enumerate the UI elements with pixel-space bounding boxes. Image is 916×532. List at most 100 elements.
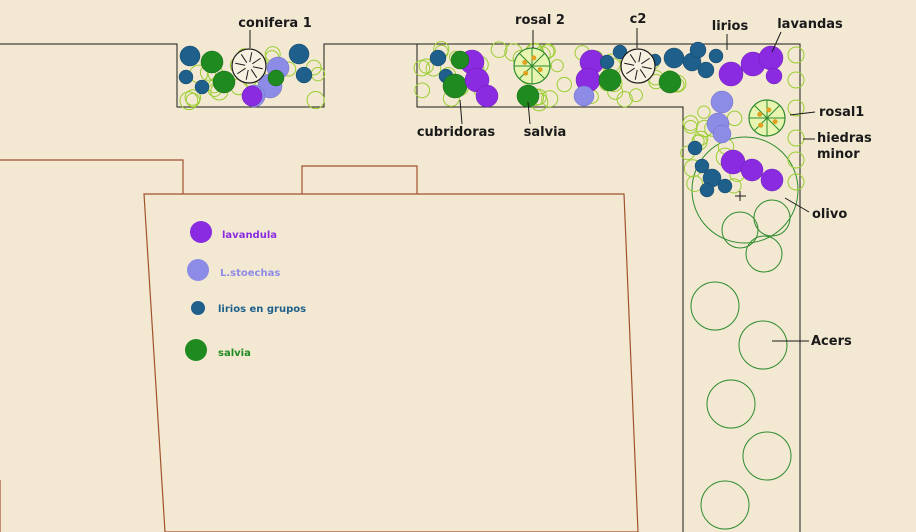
acer-tree: [738, 320, 788, 370]
rosal-2-symbol-bloom: [522, 59, 528, 65]
hiedra-plant: [787, 46, 805, 64]
lavandula-plant: [760, 168, 784, 192]
hiedra-plant: [787, 151, 805, 169]
tree-layer: [690, 136, 799, 530]
lirios-plant: [697, 61, 715, 79]
label-cubridoras: cubridoras: [417, 125, 496, 140]
legend-label-salvia: salvia: [218, 348, 251, 359]
groundcover-plant: [306, 90, 325, 110]
building-outline: [0, 159, 639, 532]
lavandula-plant: [740, 158, 764, 182]
plant-layer: [178, 41, 784, 198]
groundcover-plant: [697, 105, 711, 119]
acer-tree: [745, 235, 783, 273]
acer-tree: [706, 379, 756, 429]
rosal-1-symbol-spoke: [766, 117, 781, 132]
salvia-plant: [450, 50, 470, 70]
lirios-plant: [295, 66, 313, 84]
conifera-1-symbol-spoke: [252, 57, 261, 65]
rosal-1-symbol-bloom: [757, 111, 763, 117]
lirios-plant: [599, 54, 615, 70]
bed-outline: [0, 43, 801, 532]
groundcover-plant: [414, 82, 431, 99]
label-rosal1: rosal1: [819, 105, 864, 120]
salvia-plant: [442, 73, 468, 99]
label-rosal-2: rosal 2: [515, 13, 565, 28]
conifera-1-symbol-spoke: [237, 67, 246, 75]
lavandula-icon: [190, 221, 212, 243]
lirios-plant: [694, 158, 710, 174]
salvia-plant: [212, 70, 236, 94]
groundcover-plant: [490, 41, 508, 58]
rosal-2-symbol-spoke: [531, 52, 546, 67]
groundcover-plant: [556, 76, 572, 93]
groundcover-plant: [616, 91, 633, 108]
label-olivo: olivo: [812, 207, 847, 222]
acer-tree: [700, 480, 750, 530]
stoechas-plant: [710, 90, 734, 114]
groundcover-plant: [683, 119, 698, 134]
conifera-c2-symbol-spoke: [626, 67, 635, 75]
legend-label-lirios: lirios en grupos: [218, 304, 306, 315]
lirios-plant: [429, 49, 447, 67]
conifera-c2-symbol: [620, 48, 656, 84]
salvia-plant: [598, 68, 622, 92]
legend: lavandula L.stoechas lirios en grupos sa…: [185, 221, 306, 361]
acer-tree: [753, 199, 791, 237]
groundcover-plant: [413, 59, 431, 77]
lirios-plant: [699, 182, 715, 198]
conifera-1-symbol-spoke: [252, 66, 263, 70]
lavandula-plant: [475, 84, 499, 108]
lirios-plant: [179, 45, 201, 67]
leader-lines: [249, 28, 816, 342]
legend-label-lavandula: lavandula: [222, 230, 277, 241]
rosal-1-symbol-bloom: [772, 119, 778, 125]
groundcover-plant: [726, 110, 743, 127]
hiedra-plant: [787, 71, 805, 89]
olivo-center-mark: [735, 191, 746, 201]
rosal-2-symbol-bloom: [523, 70, 529, 76]
label-lirios: lirios: [712, 19, 749, 34]
acer-tree: [742, 431, 792, 481]
lirios-plant: [288, 43, 310, 65]
label-acers: Acers: [811, 334, 852, 349]
stoechas-icon: [187, 259, 209, 281]
lirios-plant: [689, 41, 707, 59]
label-salvia: salvia: [524, 125, 567, 140]
conifera-c2-symbol-spoke: [641, 57, 650, 65]
lirios-plant: [194, 79, 210, 95]
lirios-plant: [663, 47, 685, 69]
conifera-c2-symbol-spoke: [624, 62, 635, 66]
legend-label-stoechas: L.stoechas: [220, 268, 280, 279]
conifera-c2-symbol-spoke: [629, 54, 637, 63]
label-hiedras: hiedras: [817, 131, 872, 146]
groundcover-plant: [418, 58, 434, 74]
conifera-1-symbol-spoke: [235, 62, 246, 66]
lavandula-plant: [758, 45, 784, 71]
label-c2: c2: [630, 12, 647, 27]
rosal-2-symbol-spoke: [518, 52, 533, 67]
lirios-plant: [687, 140, 703, 156]
lirios-plant: [612, 44, 628, 60]
conifera-c2-symbol-spoke: [638, 52, 642, 63]
conifera-1-symbol: [231, 48, 267, 84]
lirios-plant: [717, 178, 733, 194]
rosal-1-symbol-bloom: [758, 122, 764, 128]
rosal-2-symbol-spoke: [531, 65, 546, 80]
hiedra-plant: [787, 99, 805, 117]
rosal-1-symbol-spoke: [766, 104, 781, 119]
groundcover-plant: [184, 89, 202, 106]
acer-tree: [690, 281, 740, 331]
conifera-c2-symbol-spoke: [641, 66, 652, 70]
lirios-icon: [191, 301, 205, 315]
rosal-1-symbol-spoke: [753, 104, 768, 119]
rosal-2-symbol-bloom: [531, 55, 537, 61]
groundcover-plant: [541, 90, 559, 108]
hiedra-plant: [787, 173, 805, 191]
lavandula-plant: [241, 85, 263, 107]
lavandula-plant: [718, 61, 744, 87]
label-lavandas: lavandas: [777, 17, 843, 32]
lirios-plant: [708, 48, 724, 64]
conifera-1-symbol-spoke: [245, 69, 249, 80]
conifera-1-symbol-spoke: [249, 52, 253, 63]
